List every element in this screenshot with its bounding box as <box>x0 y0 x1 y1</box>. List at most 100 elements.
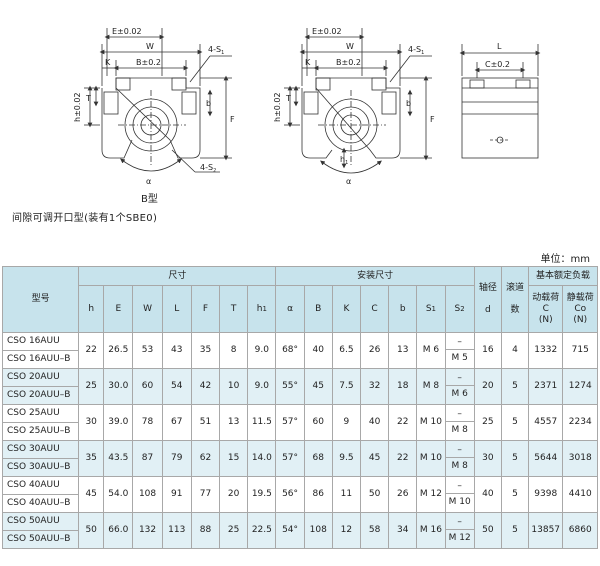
cell-alpha: 57° <box>275 404 305 441</box>
cell-b: 22 <box>388 440 418 477</box>
cell-b: 34 <box>388 512 418 549</box>
cell-E: 39.0 <box>103 404 134 441</box>
cell-Cd: 13857 <box>528 512 564 549</box>
cell-S2-standard: – <box>457 336 462 347</box>
cell-W: 108 <box>132 476 163 513</box>
cell-B: 86 <box>303 476 333 513</box>
model-name-b: CSO 16AUU–B <box>1 350 80 369</box>
fig1-label-S1: 4-S1 <box>208 45 224 56</box>
fig1-label-S2: 4-S2 <box>200 163 216 174</box>
cell-E: 26.5 <box>103 332 134 369</box>
cell-F: 62 <box>190 440 221 477</box>
fig1-label-K: K <box>105 58 111 67</box>
cell-B: 68 <box>303 440 333 477</box>
cell-n: 5 <box>500 440 530 477</box>
cell-W: 60 <box>132 368 163 405</box>
cell-Cd: 4557 <box>528 404 564 441</box>
model-name-b: CSO 30AUU–B <box>1 458 80 477</box>
cell-C: 45 <box>359 440 390 477</box>
cell-K: 6.5 <box>331 332 361 369</box>
fig2-label-W: W <box>346 42 354 51</box>
fig2-label-B: B±0.2 <box>336 58 361 67</box>
cell-b: 26 <box>388 476 418 513</box>
cell-C: 50 <box>359 476 390 513</box>
cell-K: 9.5 <box>331 440 361 477</box>
cell-S1: M 10 <box>416 404 446 441</box>
col-W: W <box>132 285 163 333</box>
cell-L: 43 <box>161 332 192 369</box>
cell-S2-standard: – <box>457 372 462 383</box>
cell-S1: M 16 <box>416 512 446 549</box>
fig2-dimensions <box>284 28 432 174</box>
cell-h: 50 <box>78 512 105 549</box>
cell-L: 79 <box>161 440 192 477</box>
model-name: CSO 25AUU <box>1 404 80 423</box>
cell-Co: 1274 <box>562 368 598 405</box>
cell-S2-b-type: M 10 <box>445 492 474 511</box>
cell-h: 35 <box>78 440 105 477</box>
cell-S1: M 12 <box>416 476 446 513</box>
fig2-label-K: K <box>305 58 311 67</box>
drawing-note: 间隙可调开口型(装有1个SBE0) <box>12 213 158 224</box>
cell-alpha: 57° <box>275 440 305 477</box>
col-alpha: α <box>275 285 305 333</box>
fig1-housing <box>101 77 201 165</box>
cell-F: 51 <box>190 404 221 441</box>
fig1-label-F: F <box>230 115 235 124</box>
cell-T: 13 <box>219 404 249 441</box>
model-name: CSO 20AUU <box>1 368 80 387</box>
cell-C: 32 <box>359 368 390 405</box>
fig2-housing <box>301 77 401 165</box>
fig2-label-b: b <box>406 99 411 108</box>
fig3-dimensions <box>459 44 541 78</box>
cell-B: 40 <box>303 332 333 369</box>
col-C: C <box>359 285 390 333</box>
fig1-label-W: W <box>146 42 154 51</box>
cell-h1: 9.0 <box>247 368 277 405</box>
cell-n: 5 <box>500 404 530 441</box>
cell-T: 8 <box>219 332 249 369</box>
col-L: L <box>161 285 192 333</box>
cell-h1: 22.5 <box>247 512 277 549</box>
cell-E: 30.0 <box>103 368 134 405</box>
cell-h1: 19.5 <box>247 476 277 513</box>
cell-Cd: 5644 <box>528 440 564 477</box>
cell-S2-standard: – <box>457 408 462 419</box>
col-S1: S1 <box>416 285 446 333</box>
cell-h: 45 <box>78 476 105 513</box>
cell-S2-b-type: M 12 <box>445 528 474 547</box>
col-S2: S2 <box>444 285 475 333</box>
fig3-label-C: C±0.2 <box>485 60 510 69</box>
cell-Cd: 9398 <box>528 476 564 513</box>
fig3-housing <box>461 77 539 159</box>
model-name-b: CSO 40AUU–B <box>1 494 80 513</box>
cell-n: 5 <box>500 368 530 405</box>
fig2-label-F: F <box>430 115 435 124</box>
model-name: CSO 40AUU <box>1 476 80 495</box>
cell-L: 113 <box>161 512 192 549</box>
cell-F: 77 <box>190 476 221 513</box>
cell-alpha: 54° <box>275 512 305 549</box>
model-name-b: CSO 20AUU–B <box>1 386 80 405</box>
cell-W: 53 <box>132 332 163 369</box>
cell-S1: M 10 <box>416 440 446 477</box>
col-h: h <box>78 285 105 333</box>
model-name-b: CSO 50AUU–B <box>1 530 80 549</box>
cell-L: 67 <box>161 404 192 441</box>
cell-S2-b-type: M 8 <box>445 420 474 439</box>
table-row: CSO 20AUU–B <box>1 386 598 405</box>
model-name: CSO 16AUU <box>1 332 80 351</box>
cell-d: 30 <box>473 440 502 477</box>
col-B: B <box>303 285 333 333</box>
model-name: CSO 30AUU <box>1 440 80 459</box>
cell-L: 91 <box>161 476 192 513</box>
fig2-label-h: h±0.02 <box>273 92 282 122</box>
header-mount: 安装尺寸 <box>275 266 475 286</box>
cell-W: 87 <box>132 440 163 477</box>
cell-T: 20 <box>219 476 249 513</box>
